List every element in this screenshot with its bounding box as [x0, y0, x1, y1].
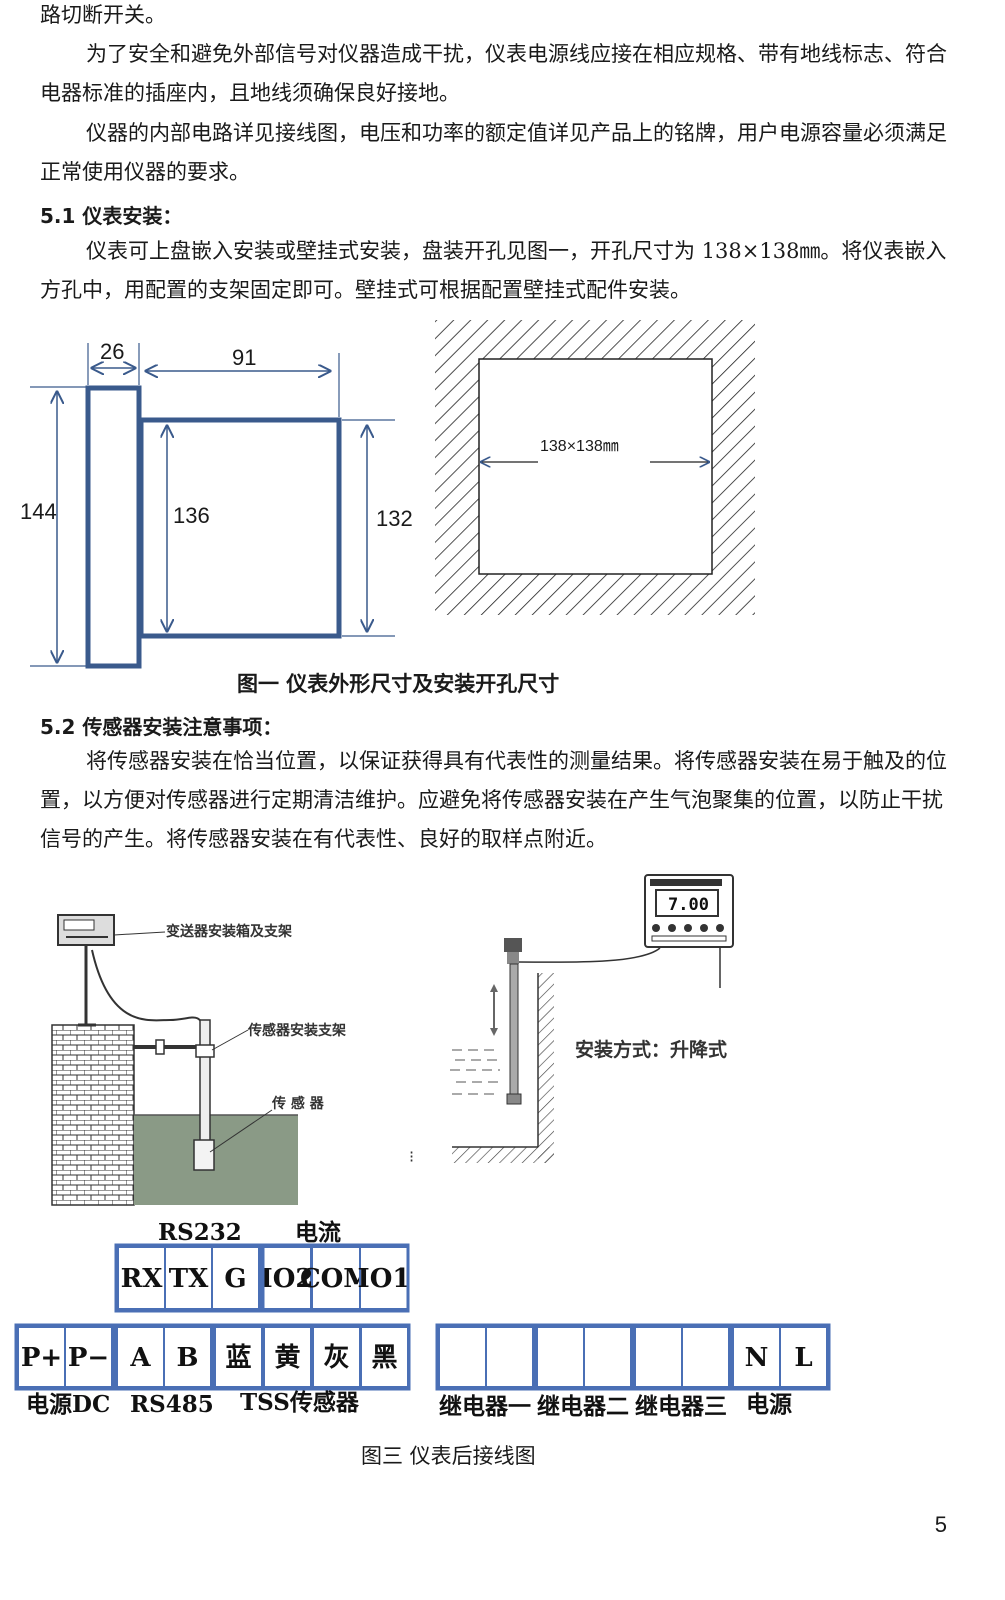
terminal-group-frame — [729, 1323, 831, 1391]
top-terminal-label-0: RX — [121, 1264, 164, 1294]
group-label-current: 电流 — [295, 1219, 341, 1246]
figure3-caption: 图三 仪表后接线图 — [361, 1444, 536, 1468]
group-label-relay2: 继电器二 — [537, 1393, 629, 1420]
dim-label-91: 91 — [232, 345, 256, 370]
dim-label-136: 136 — [173, 503, 210, 528]
sensor-rod — [199, 1019, 211, 1156]
terminal-group-frame — [211, 1323, 411, 1391]
bottom-terminal-label-15: L — [794, 1343, 812, 1373]
meter-reading: 7.00 — [668, 895, 709, 915]
group-label-relay3: 继电器三 — [635, 1393, 727, 1420]
para-installation: 仪表可上盘嵌入安装或壁挂式安装，盘装开孔见图一，开孔尺寸为 138×138㎜。将… — [40, 239, 947, 302]
para-power-safety: 为了安全和避免外部信号对仪器造成干扰，仪表电源线应接在相应规格、带有地线标志、符… — [40, 42, 947, 105]
top-terminal-label-1: TX — [169, 1264, 209, 1294]
bottom-terminal-label-7: 黑 — [371, 1343, 397, 1373]
top-terminal-label-3: IO2 — [261, 1264, 314, 1294]
instrument-body — [138, 417, 342, 639]
label-sensor-bracket: 传感器安装支架 — [247, 1022, 346, 1039]
bottom-terminal-12 — [634, 1326, 683, 1388]
lift-rod — [509, 963, 519, 1095]
page-number: 5 — [934, 1512, 947, 1537]
sensor-probe — [193, 1139, 215, 1171]
figure1-dimension-drawing: 26 91 144 136 132 138×138㎜ — [20, 320, 755, 669]
label-transmitter-box: 变送器安装箱及支架 — [166, 923, 292, 940]
brick-wall — [51, 1024, 135, 1206]
terminal-group-frame — [114, 1243, 265, 1313]
top-terminal-1 — [164, 1246, 213, 1310]
para-intro-tail: 路切断开关。 — [40, 3, 166, 27]
bottom-terminal-label-0: P+ — [21, 1343, 62, 1373]
para-sensor-install: 将传感器安装在恰当位置，以保证获得具有代表性的测量结果。将传感器安装在易于触及的… — [40, 749, 947, 851]
group-label-rs232: RS232 — [158, 1219, 242, 1246]
bottom-terminal-9 — [485, 1326, 534, 1388]
dim-label-144: 144 — [20, 499, 57, 524]
bottom-terminal-8 — [438, 1326, 487, 1388]
wall-mount-illustration: 变送器安装箱及支架 传感器安装支架 传 感 器 — [51, 914, 346, 1206]
bottom-terminal-label-1: P− — [68, 1343, 109, 1373]
dim-label-132: 132 — [376, 506, 413, 531]
dim-label-26: 26 — [100, 339, 124, 364]
bottom-terminal-label-14: N — [745, 1343, 769, 1373]
bottom-terminal-label-3: B — [177, 1343, 199, 1373]
top-terminal-2 — [211, 1246, 260, 1310]
bottom-terminal-4 — [214, 1326, 263, 1388]
water-tank — [134, 1115, 298, 1205]
bottom-terminal-13 — [681, 1326, 730, 1388]
cutout-size-label: 138×138㎜ — [540, 438, 619, 455]
heading-5-2: 5.2 传感器安装注意事项： — [40, 715, 283, 739]
group-label-power: 电源 — [746, 1391, 792, 1418]
figure2-installation-illustration: 变送器安装箱及支架 传感器安装支架 传 感 器 ⁝ 7.00 — [51, 874, 734, 1206]
bottom-terminal-11 — [583, 1326, 632, 1388]
terminal-group-frame — [259, 1243, 410, 1313]
bottom-terminal-label-5: 黄 — [274, 1343, 300, 1373]
meter-display — [655, 889, 719, 917]
heading-5-1: 5.1 仪表安装： — [40, 204, 183, 228]
group-label-relay1: 继电器一 — [439, 1393, 531, 1420]
lift-mount-illustration: 7.00 安装方式：升降式 — [450, 874, 734, 1163]
figure1-caption: 图一 仪表外形尺寸及安装开孔尺寸 — [237, 672, 560, 696]
group-label-power-dc: 电源DC — [26, 1391, 110, 1418]
bottom-terminal-3 — [163, 1326, 212, 1388]
panel-cutout: 138×138㎜ — [435, 320, 755, 615]
bottom-terminal-10 — [536, 1326, 585, 1388]
stray-mark: ⁝ — [409, 1147, 414, 1166]
top-terminal-5 — [359, 1246, 409, 1310]
bottom-terminal-label-6: 灰 — [323, 1343, 349, 1373]
top-terminal-label-5: IO1 — [358, 1264, 411, 1294]
para-internal-circuit: 仪器的内部电路详见接线图，电压和功率的额定值详见产品上的铭牌，用户电源容量必须满… — [40, 121, 947, 184]
front-panel — [85, 385, 142, 669]
bottom-terminal-5 — [263, 1326, 312, 1388]
bottom-terminal-14 — [732, 1326, 781, 1388]
label-sensor: 传 感 器 — [271, 1095, 325, 1112]
top-terminal-0 — [117, 1246, 166, 1310]
group-label-rs485: RS485 — [130, 1391, 214, 1418]
bottom-terminal-label-2: A — [129, 1343, 151, 1373]
label-install-mode: 安装方式：升降式 — [575, 1038, 727, 1061]
bottom-terminal-6 — [312, 1326, 361, 1388]
bottom-terminal-label-4: 蓝 — [225, 1343, 251, 1373]
bottom-terminal-0 — [17, 1326, 66, 1388]
group-label-tss: TSS传感器 — [240, 1389, 360, 1416]
top-terminal-label-2: G — [224, 1264, 246, 1294]
bottom-terminal-15 — [779, 1326, 828, 1388]
bottom-terminal-1 — [64, 1326, 113, 1388]
